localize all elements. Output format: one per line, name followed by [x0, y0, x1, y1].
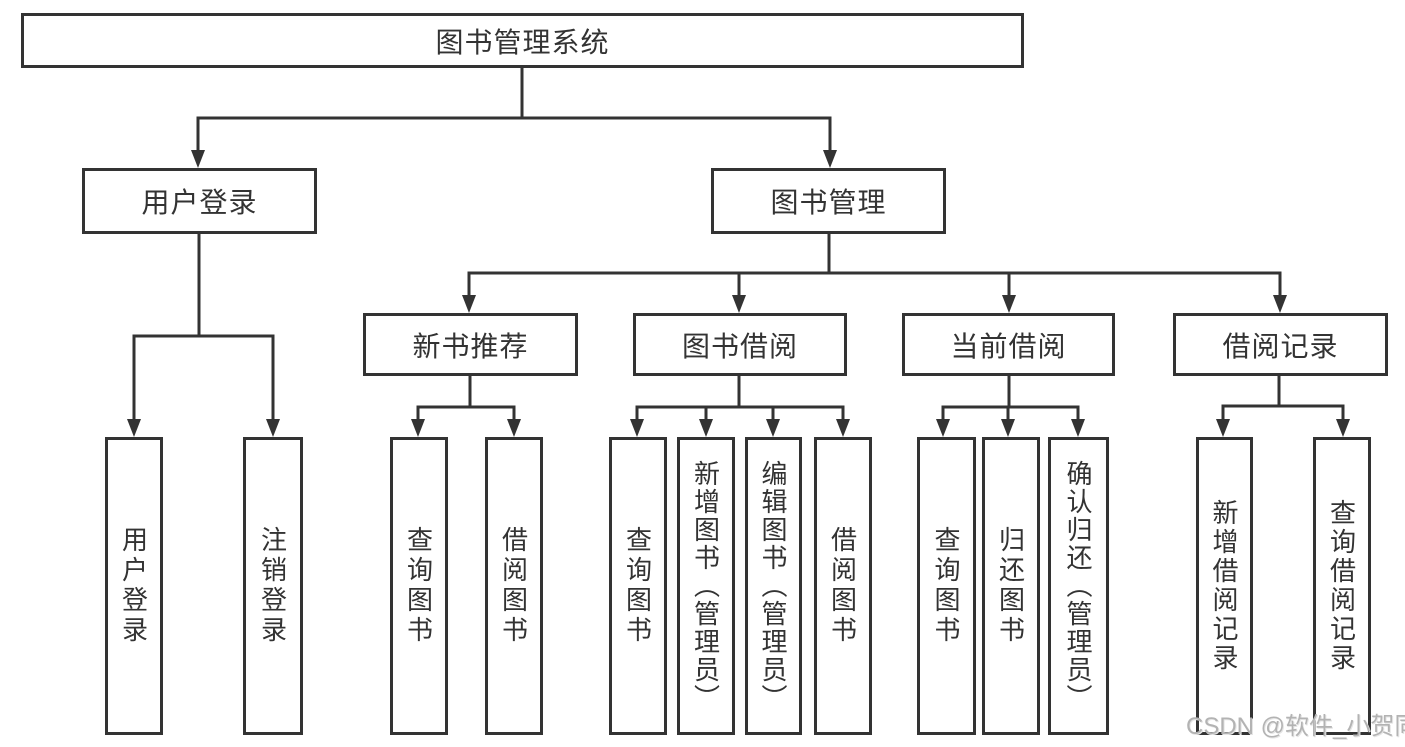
node-user-login: 用户登录 [82, 168, 317, 234]
node-leaf-borrow-add-book-admin: 新增图书（管理员） [677, 437, 735, 735]
node-leaf-borrow-edit-book-admin: 编辑图书（管理员） [745, 437, 802, 735]
node-leaf-current-confirm-return-admin: 确认归还（管理员） [1048, 437, 1109, 735]
connector-lines [132, 68, 1345, 421]
node-leaf-recommend-borrow-book: 借阅图书 [485, 437, 543, 735]
node-leaf-record-add-record: 新增借阅记录 [1196, 437, 1253, 735]
node-leaf-borrow-borrow-book: 借阅图书 [814, 437, 872, 735]
node-book-management: 图书管理 [711, 168, 946, 234]
connector-arrowheads [127, 150, 1350, 437]
node-leaf-logout-login: 注销登录 [243, 437, 303, 735]
node-leaf-user-login: 用户登录 [105, 437, 163, 735]
node-leaf-record-query-record: 查询借阅记录 [1313, 437, 1371, 735]
watermark: CSDN @软件_小贺同学 [1186, 713, 1405, 740]
node-current-borrow: 当前借阅 [902, 313, 1115, 376]
node-leaf-recommend-query-book: 查询图书 [390, 437, 448, 735]
node-new-book-recommend: 新书推荐 [363, 313, 578, 376]
node-leaf-current-query-book: 查询图书 [917, 437, 976, 735]
node-root: 图书管理系统 [21, 13, 1024, 68]
node-book-borrow: 图书借阅 [633, 313, 847, 376]
node-leaf-current-return-book: 归还图书 [982, 437, 1040, 735]
node-leaf-borrow-query-book: 查询图书 [609, 437, 667, 735]
node-borrow-record: 借阅记录 [1173, 313, 1388, 376]
